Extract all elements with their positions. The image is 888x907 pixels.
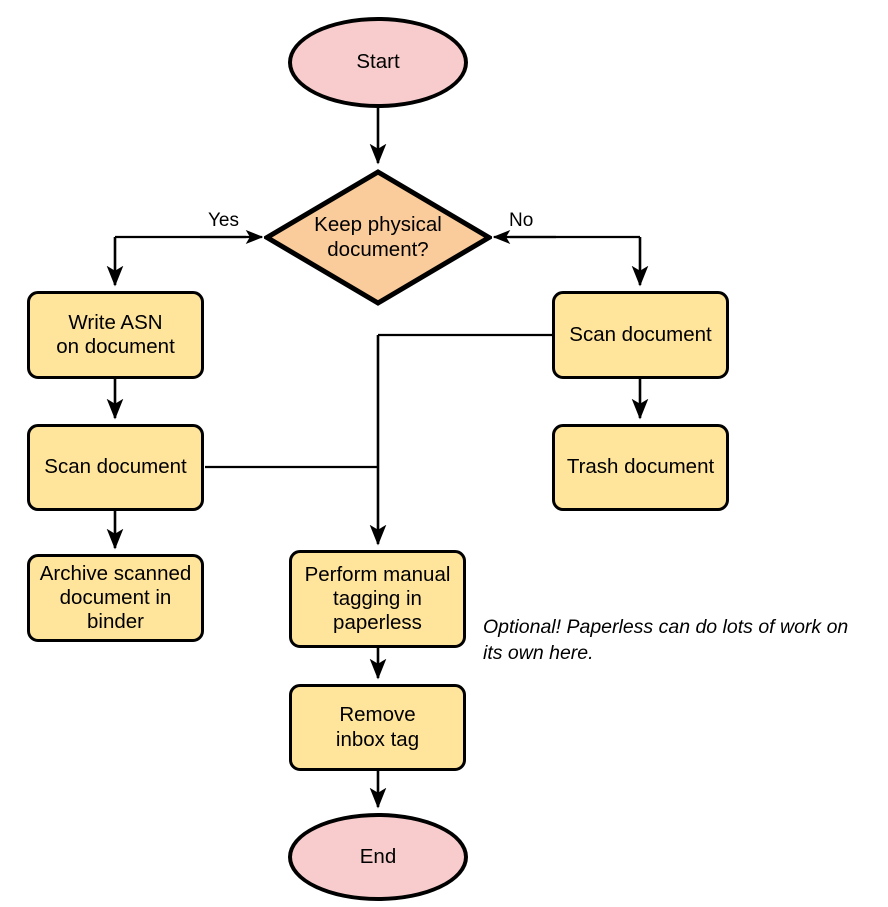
node-archive-label: Archive scanned document in binder <box>39 561 192 634</box>
edge-label-yes: Yes <box>208 210 239 232</box>
node-end[interactable]: End <box>288 813 468 901</box>
node-scan-document-right[interactable]: Scan document <box>552 291 729 379</box>
node-scan-document-left[interactable]: Scan document <box>27 424 204 511</box>
node-start-label: Start <box>356 50 400 74</box>
node-manual-tagging-label: Perform manual tagging in paperless <box>304 562 451 635</box>
annotation-optional-note: Optional! Paperless can do lots of work … <box>483 589 883 667</box>
edge-label-no: No <box>509 210 533 232</box>
node-write-asn-on-document[interactable]: Write ASN on document <box>27 291 204 379</box>
node-scan-document-left-label: Scan document <box>44 455 187 479</box>
node-remove-inbox-tag-label: Remove inbox tag <box>335 703 420 751</box>
node-decision-keep-physical-document[interactable]: Keep physical document? <box>264 169 492 306</box>
node-decision-label: Keep physical document? <box>314 213 442 261</box>
annotation-optional-note-text: Optional! Paperless can do lots of work … <box>483 615 849 664</box>
edge-label-yes-text: Yes <box>208 210 239 231</box>
node-trash-document[interactable]: Trash document <box>552 424 729 511</box>
node-end-label: End <box>359 844 397 868</box>
node-remove-inbox-tag[interactable]: Remove inbox tag <box>289 684 466 771</box>
node-scan-document-right-label: Scan document <box>569 322 712 346</box>
node-write-asn-label: Write ASN on document <box>56 310 175 358</box>
node-archive-scanned-document[interactable]: Archive scanned document in binder <box>27 554 204 642</box>
node-start[interactable]: Start <box>288 17 468 108</box>
node-trash-document-label: Trash document <box>566 455 715 479</box>
decision-diamond-shape <box>264 169 492 306</box>
node-perform-manual-tagging[interactable]: Perform manual tagging in paperless <box>289 550 466 648</box>
edge-label-no-text: No <box>509 210 534 231</box>
